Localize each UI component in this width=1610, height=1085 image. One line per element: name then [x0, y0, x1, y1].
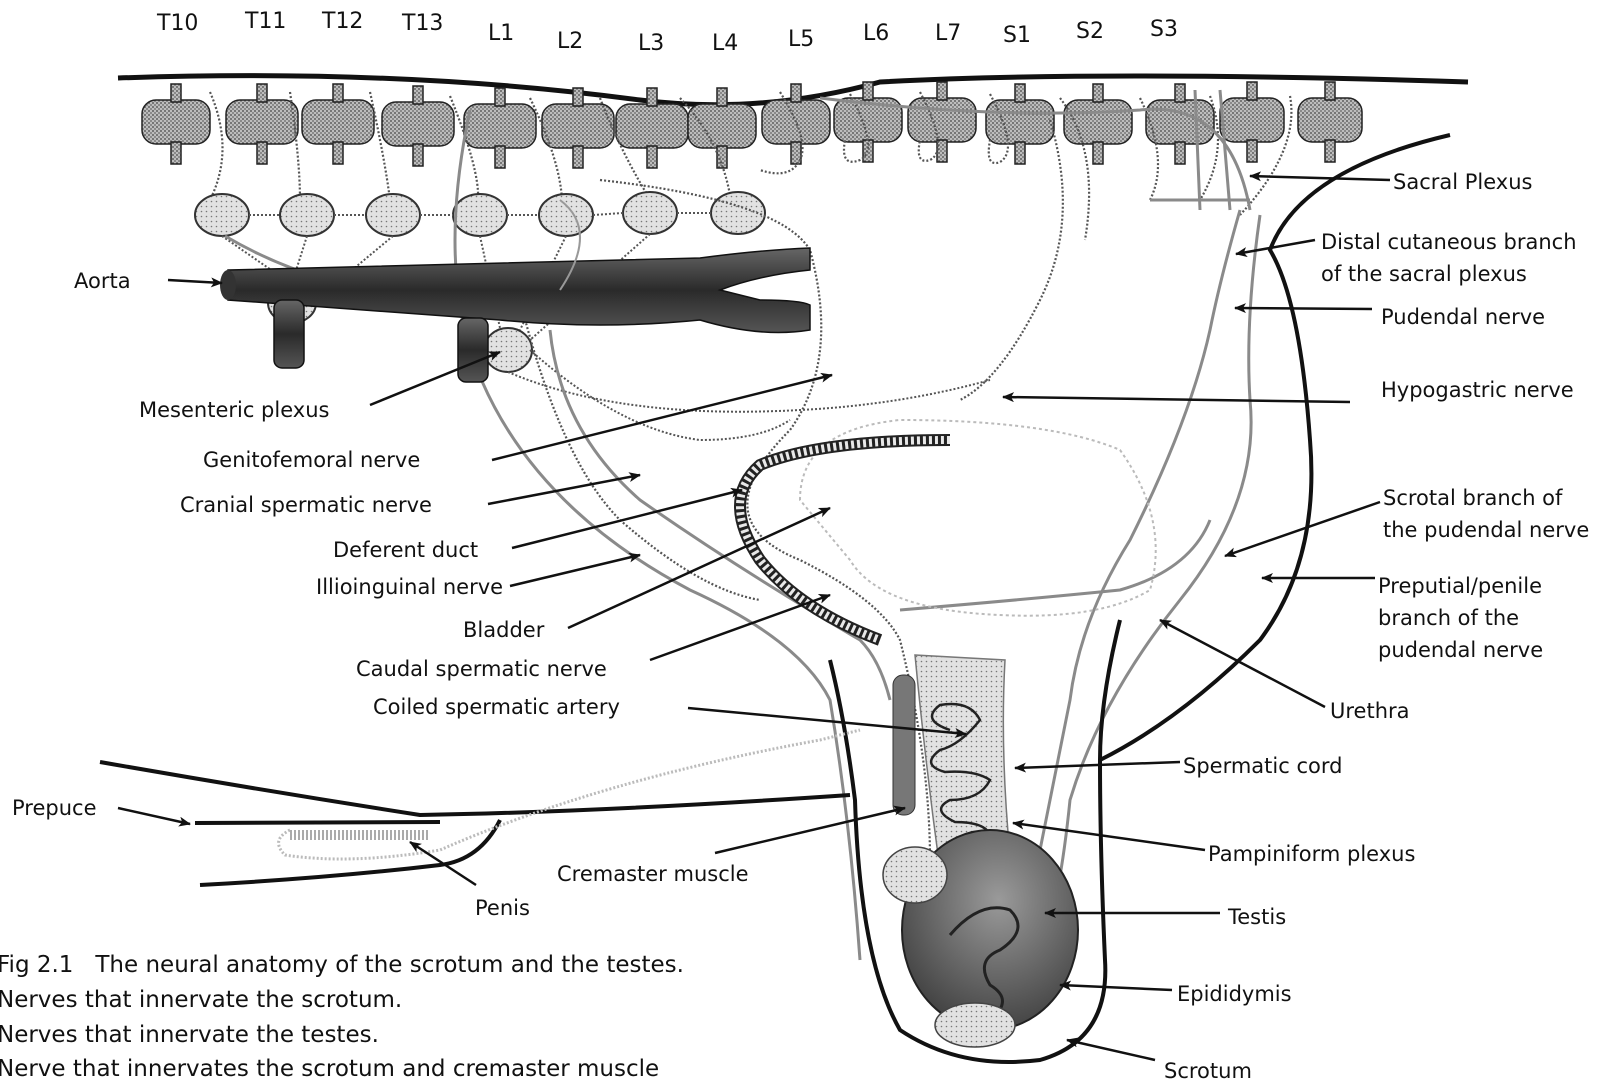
label-epididymis: Epididymis	[1177, 982, 1292, 1006]
label-coiled-spermatic-artery: Coiled spermatic artery	[373, 695, 620, 719]
label-bladder: Bladder	[463, 618, 544, 642]
label-testis: Testis	[1228, 905, 1286, 929]
label-cranial-spermatic-nerve: Cranial spermatic nerve	[180, 493, 432, 517]
label-scrotal-branch-2: the pudendal nerve	[1383, 518, 1589, 542]
label-scrotal-branch-1: Scrotal branch of	[1383, 486, 1562, 510]
label-caudal-spermatic-nerve: Caudal spermatic nerve	[356, 657, 607, 681]
label-cremaster-muscle: Cremaster muscle	[557, 862, 749, 886]
label-prepuce: Prepuce	[12, 796, 97, 820]
label-aorta: Aorta	[74, 269, 131, 293]
prepuce	[100, 762, 850, 815]
segment-label-t11: T11	[245, 10, 286, 34]
segment-label-t10: T10	[157, 12, 198, 36]
segment-label-l4: L4	[712, 32, 738, 56]
label-distal-cutaneous-2: of the sacral plexus	[1321, 262, 1527, 286]
deferent-duct	[740, 440, 950, 640]
vertebrae	[142, 82, 1362, 168]
label-spermatic-cord: Spermatic cord	[1183, 754, 1342, 778]
label-preputial-1: Preputial/penile	[1378, 574, 1542, 598]
label-preputial-3: pudendal nerve	[1378, 638, 1543, 662]
segment-label-l3: L3	[638, 32, 664, 56]
segment-label-s3: S3	[1150, 18, 1178, 42]
segment-label-l6: L6	[863, 22, 889, 46]
label-pudendal-nerve: Pudendal nerve	[1381, 305, 1545, 329]
label-penis: Penis	[475, 896, 530, 920]
figure-title: The neural anatomy of the scrotum and th…	[95, 952, 684, 978]
label-mesenteric-plexus: Mesenteric plexus	[139, 398, 329, 422]
segment-label-l7: L7	[935, 22, 961, 46]
label-preputial-2: branch of the	[1378, 606, 1519, 630]
segment-label-l5: L5	[788, 28, 814, 52]
segment-label-t12: T12	[322, 10, 363, 34]
segment-label-l1: L1	[488, 22, 514, 46]
figure-caption-title: Fig 2.1 The neural anatomy of the scrotu…	[0, 952, 684, 978]
label-illioinguinal-nerve: Illioinguinal nerve	[316, 575, 503, 599]
figure-number: Fig 2.1	[0, 952, 73, 978]
caption-line-testes-nerves: Nerves that innervate the testes.	[0, 1022, 379, 1048]
segment-label-l2: L2	[557, 30, 583, 54]
label-distal-cutaneous-1: Distal cutaneous branch	[1321, 230, 1577, 254]
label-scrotum: Scrotum	[1164, 1059, 1252, 1083]
caption-line-cremaster-nerve: Nerve that innervates the scrotum and cr…	[0, 1056, 659, 1082]
label-pampiniform-plexus: Pampiniform plexus	[1208, 842, 1415, 866]
caption-line-scrotum-nerves: Nerves that innervate the scrotum.	[0, 987, 402, 1013]
label-genitofemoral-nerve: Genitofemoral nerve	[203, 448, 420, 472]
segment-label-s2: S2	[1076, 20, 1104, 44]
segment-label-t13: T13	[402, 12, 443, 36]
label-deferent-duct: Deferent duct	[333, 538, 478, 562]
label-sacral-plexus: Sacral Plexus	[1393, 170, 1532, 194]
segment-label-s1: S1	[1003, 24, 1031, 48]
label-hypogastric-nerve: Hypogastric nerve	[1381, 378, 1574, 402]
label-urethra: Urethra	[1330, 699, 1410, 723]
